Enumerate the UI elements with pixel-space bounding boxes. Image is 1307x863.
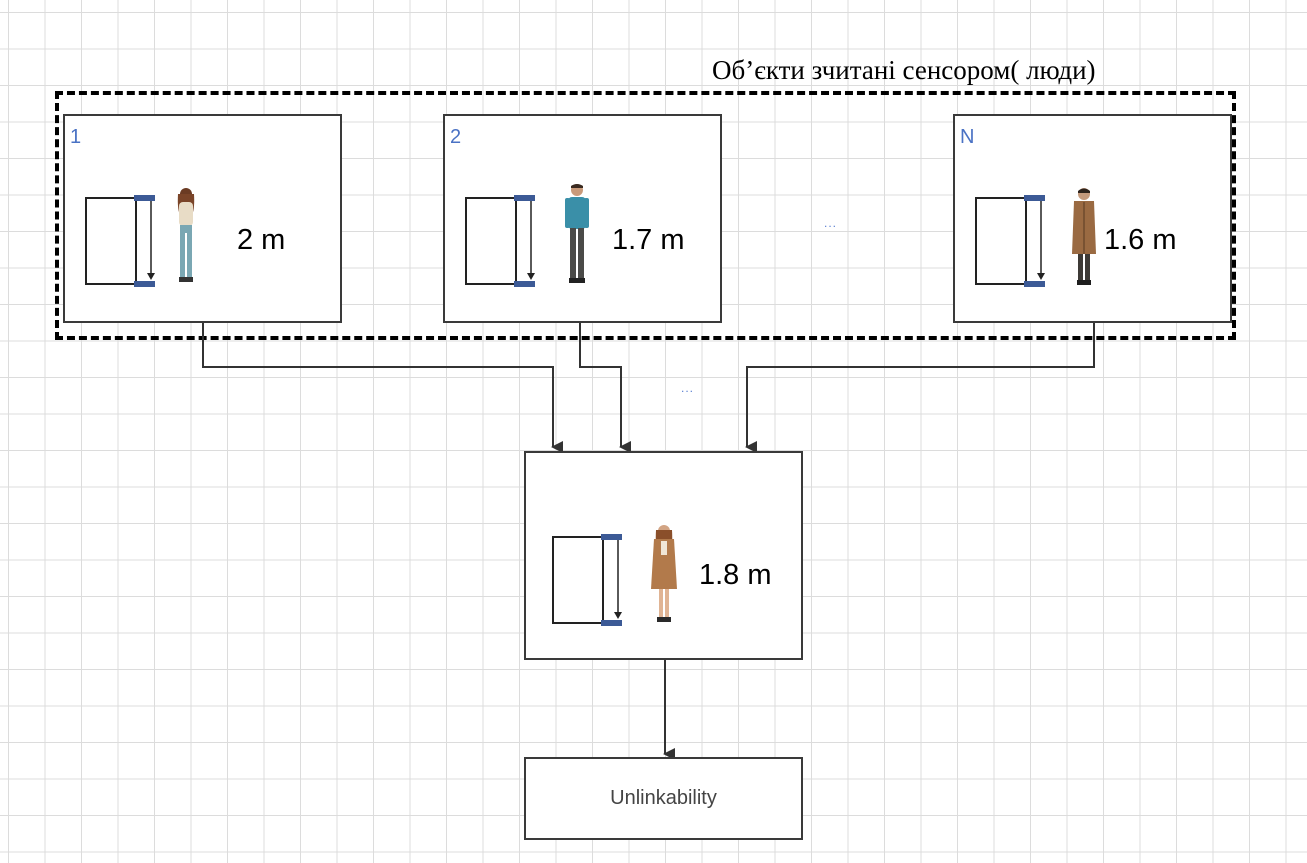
object-height-label: 1.6 m: [1104, 224, 1177, 257]
unlinkability-box: Unlinkability: [524, 757, 803, 840]
aggregate-box: 1.8 m: [524, 451, 803, 660]
object-index-label: 1: [70, 126, 81, 149]
object-box-n: N 1.6 m: [953, 114, 1232, 323]
height-sensor-icon: [85, 191, 155, 291]
more-connectors-ellipsis: ...: [681, 381, 694, 395]
unlinkability-label: Unlinkability: [610, 787, 717, 810]
object-index-label: 2: [450, 126, 461, 149]
object-height-label: 2 m: [237, 224, 285, 257]
height-sensor-icon: [465, 191, 535, 291]
connector-object-1: [203, 322, 553, 447]
connector-object-n: [747, 322, 1094, 447]
more-objects-ellipsis: ...: [824, 216, 837, 230]
object-box-2: 2 1.7 m: [443, 114, 722, 323]
connector-object-2: [580, 322, 621, 447]
man-brown-coat-icon: [1067, 186, 1101, 288]
woman-jeans-icon: [169, 185, 203, 287]
object-height-label: 1.7 m: [612, 224, 685, 257]
man-teal-sweater-icon: [560, 182, 594, 286]
aggregate-height-label: 1.8 m: [699, 559, 772, 592]
height-sensor-icon: [552, 530, 622, 630]
object-index-label: N: [960, 126, 974, 149]
object-box-1: 1 2 m: [63, 114, 342, 323]
woman-brown-coat-icon: [647, 523, 681, 625]
height-sensor-icon: [975, 191, 1045, 291]
